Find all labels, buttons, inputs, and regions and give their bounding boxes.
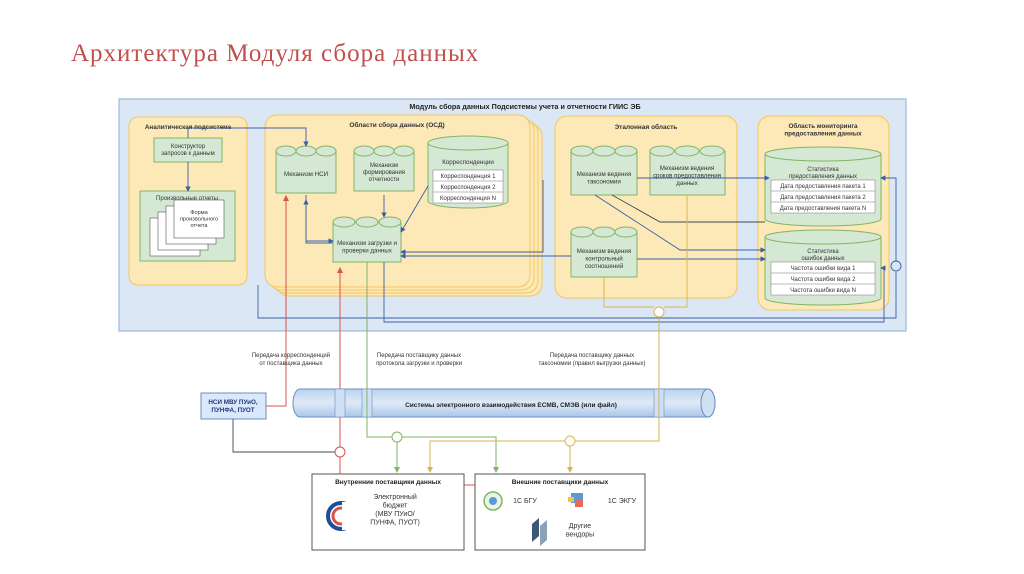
protocol-arrow (366, 262, 392, 438)
nsi-label: Механизм НСИ (284, 171, 328, 178)
nsi-source-label: НСИ МВУ ПУиО,ПУНФА, ПУОТ (208, 399, 258, 414)
yellow-junction-bottom (564, 435, 576, 447)
reports-title: Произвольные отчеты (156, 196, 218, 202)
correspondence-title: Корреспонденции (442, 159, 494, 166)
nsi-source-link (232, 419, 340, 453)
interaction-bus: Системы электронного взаимодействия ЕСМВ… (292, 388, 716, 418)
osd-title: Области сбора данных (ОСД) (349, 121, 444, 129)
query-constructor-box (153, 137, 223, 163)
correspondence-db: Корреспонденции Корреспонденция 1 Коррес… (427, 135, 509, 209)
module-title: Модуль сбора данных Подсистемы учета и о… (409, 102, 640, 111)
nsi-mechanism: Механизм НСИ (275, 145, 337, 194)
correspondence-item-1: Корреспонденция 1 (441, 174, 497, 180)
green-junction (391, 431, 403, 443)
page-title: Архитектура Модуля сбора данных (71, 40, 480, 67)
correspondence-item-n: Корреспонденция N (440, 196, 496, 202)
bgu-label: 1С БГУ (513, 498, 537, 505)
report-form-sheet (173, 199, 225, 239)
connectors (185, 127, 902, 323)
ekgu-logo-icon (568, 493, 583, 507)
nsi-source-box (200, 392, 267, 420)
red-junction-top (334, 446, 346, 458)
correspondence-item-2: Корреспонденция 2 (441, 185, 497, 191)
bgu-logo-icon (483, 491, 503, 511)
error-freq-1: Частота ошибки вида 1 (791, 266, 857, 272)
external-providers-title: Внешние поставщики данных (512, 479, 609, 486)
bus-label: Системы электронного взаимодействия ЕСМВ… (405, 401, 617, 409)
external-providers-box (474, 473, 646, 551)
error-freq-n: Частота ошибки вида N (790, 288, 856, 294)
vendors-logo-icon (532, 518, 547, 546)
submission-date-2: Дата предоставления пакета 2 (780, 195, 866, 201)
internal-providers-box (311, 473, 465, 551)
taxonomy-arrow (603, 277, 654, 308)
yellow-junction-top (653, 306, 665, 318)
submission-date-n: Дата предоставления пакета N (780, 206, 867, 212)
analytic-title: Аналитическая подсистема (145, 124, 232, 131)
reference-title: Эталонная область (615, 123, 678, 131)
internal-providers-title: Внутренние поставщики данных (335, 479, 441, 486)
ekgu-label: 1С ЭКГУ (608, 498, 637, 505)
e-budget-logo-icon (326, 501, 356, 531)
nsi-feed-arrow (266, 195, 289, 407)
submission-date-1: Дата предоставления пакета 1 (780, 184, 866, 190)
error-freq-2: Частота ошибки вида 2 (791, 277, 857, 283)
